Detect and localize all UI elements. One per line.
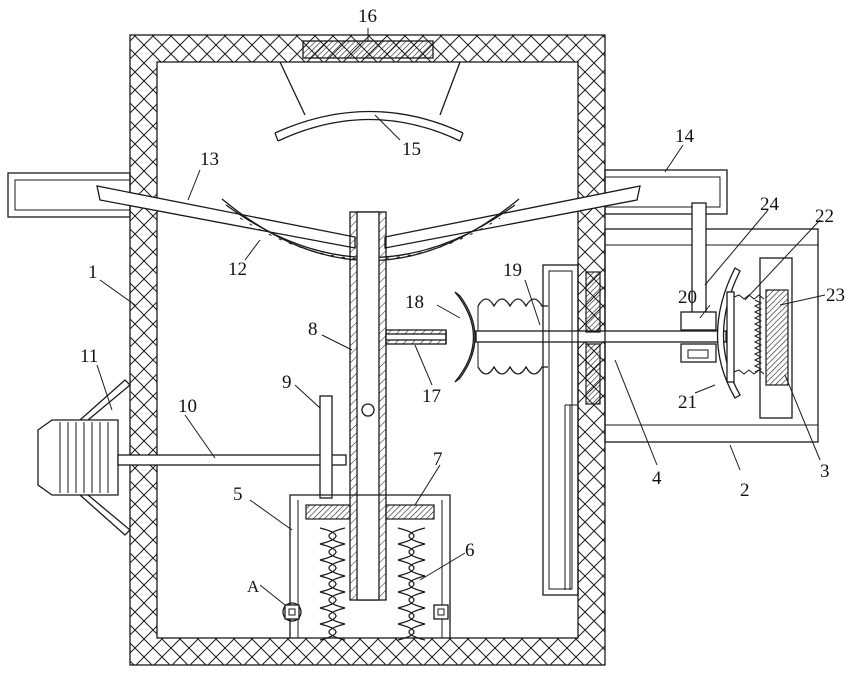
label-18: 18 [405,292,424,313]
label-24: 24 [760,194,780,215]
label-7: 7 [433,449,443,470]
cam-disc [320,396,332,498]
motor [38,380,130,535]
label-4: 4 [652,468,662,489]
motor-shaft [118,455,346,465]
label-12: 12 [228,259,247,280]
label-11: 11 [80,346,98,367]
label-2: 2 [740,480,750,501]
push-rod [386,330,446,344]
label-21: 21 [678,392,697,413]
label-1: 1 [88,262,98,283]
label-a: A [247,577,260,596]
suction-cup [455,292,475,382]
label-6: 6 [465,540,475,561]
upper-seal-strip [586,272,600,332]
label-10: 10 [178,396,197,417]
label-15: 15 [402,139,421,160]
detail-a-clips [283,603,448,621]
label-8: 8 [308,319,318,340]
label-13: 13 [200,149,219,170]
label-19: 19 [503,260,522,281]
label-3: 3 [820,461,830,482]
label-14: 14 [675,126,695,147]
label-20: 20 [678,287,697,308]
label-22: 22 [815,206,834,227]
label-16: 16 [358,6,377,27]
label-9: 9 [282,372,292,393]
guide-plate [543,265,578,595]
lower-seal-strip [586,344,600,404]
connecting-rod [476,331,726,342]
central-shaft [350,212,386,600]
label-5: 5 [233,484,243,505]
spring-pack [727,292,764,382]
upper-arc-plate [275,62,463,141]
label-17: 17 [422,386,441,407]
label-23: 23 [826,285,845,306]
top-filter-window [303,41,433,58]
